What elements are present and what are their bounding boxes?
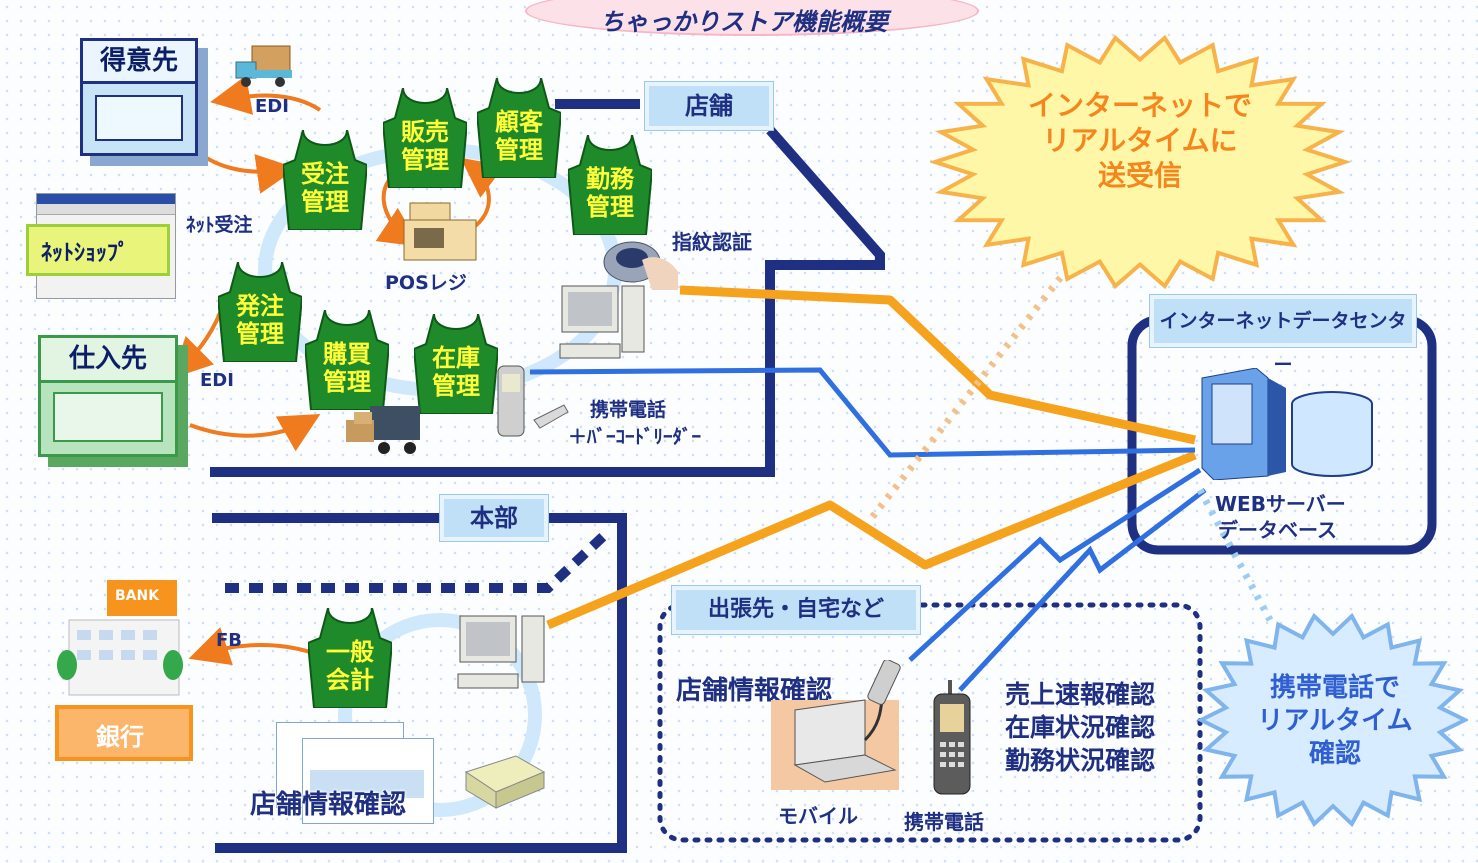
fb-label: FB: [216, 630, 243, 651]
apron-label: 管理: [323, 368, 371, 396]
mobile-reader-label-1: 携帯電話: [590, 399, 667, 421]
store-pc-icon: [558, 282, 648, 364]
apron-icon: [477, 78, 561, 178]
supplier-label: 仕入先: [41, 338, 175, 383]
mobile-phone-label: 携帯電話: [904, 810, 984, 834]
laptop-icon: [765, 659, 915, 795]
hq-info-label: 店舗情報確認: [250, 790, 407, 820]
server-label-2: データベース: [1218, 518, 1337, 542]
apron-icon: [308, 608, 392, 708]
remote-boundary: [657, 602, 1203, 843]
check-attendance: 勤務状況確認: [1005, 746, 1156, 775]
apron-label: 会計: [326, 666, 374, 694]
apron-customer-mgmt[interactable]: 顧客管理: [477, 78, 561, 178]
apron-order-receive[interactable]: 受注管理: [283, 130, 367, 230]
server-icon: [1196, 367, 1376, 481]
bank-sign: BANK: [115, 588, 160, 604]
apron-accounting[interactable]: 一般会計: [308, 608, 392, 708]
bank-label: 銀行: [96, 723, 144, 751]
apron-label: 勤務: [586, 165, 634, 193]
burst-line: 確認: [1308, 739, 1361, 769]
apron-icon: [283, 130, 367, 230]
report-sheets: [276, 722, 436, 824]
hq-dashed-boundary: [225, 526, 614, 593]
burst-line: リアルタイム: [1257, 706, 1413, 736]
delivery-truck-icon: [340, 392, 425, 462]
check-inventory: 在庫状況確認: [1005, 713, 1156, 742]
apron-label: 購買: [323, 340, 371, 368]
mobile-burst: [1198, 612, 1468, 828]
burst-line: インターネットで: [1027, 89, 1252, 122]
hq-boundary: [212, 513, 627, 853]
apron-icon: [568, 135, 652, 235]
server-label-1: WEBサーバー: [1215, 492, 1346, 516]
apron-attendance[interactable]: 勤務管理: [568, 135, 652, 235]
apron-label: 一般: [326, 638, 374, 666]
edi-bottom-label: EDI: [200, 370, 234, 391]
supplier-box: 仕入先: [38, 335, 178, 457]
checks-list: 売上速報確認 在庫状況確認 勤務状況確認: [1005, 678, 1155, 777]
remote-label: 出張先・自宅など: [672, 586, 920, 634]
apron-label: 管理: [432, 372, 480, 400]
apron-label: 管理: [586, 193, 634, 221]
store-boundary: [210, 99, 885, 477]
burst-line: 携帯電話で: [1269, 673, 1400, 703]
apron-label: 受注: [301, 160, 349, 188]
hq-pc-icon: [456, 612, 548, 696]
apron-purchase[interactable]: 購買管理: [305, 310, 389, 410]
net-order-label: ﾈｯﾄ受注: [186, 214, 253, 236]
pos-label: POSレジ: [385, 272, 467, 294]
page-title: ちゃっかりストア機能概要: [600, 8, 888, 36]
apron-icon: [383, 88, 467, 188]
printer-icon: [456, 742, 548, 812]
edi-top-label: EDI: [255, 96, 289, 117]
apron-order-place[interactable]: 発注管理: [218, 262, 302, 362]
fingerprint-label: 指紋認証: [672, 230, 752, 254]
mobile-pc-label: モバイル: [778, 804, 858, 828]
apron-label: 管理: [401, 146, 449, 174]
burst-line: 送受信: [1097, 159, 1182, 192]
burst-line: リアルタイムに: [1042, 124, 1238, 157]
truck-icon: [232, 40, 296, 88]
hq-label: 本部: [440, 495, 548, 541]
netshop-label: ﾈｯﾄｼｮｯﾌﾟ: [41, 241, 130, 266]
apron-label: 販売: [401, 118, 449, 146]
apron-icon: [305, 310, 389, 410]
mobile-reader-label-2: ＋ﾊﾞｰｺｰﾄﾞﾘｰﾀﾞｰ: [568, 426, 702, 448]
mobile-barcode-icon: [494, 360, 574, 440]
check-sales: 売上速報確認: [1005, 680, 1156, 709]
apron-label: 管理: [236, 320, 284, 348]
apron-label: 管理: [495, 136, 543, 164]
internet-burst-text: インターネットで リアルタイムに 送受信: [995, 88, 1285, 193]
customer-label: 得意先: [83, 41, 195, 84]
mobile-phone-icon: [930, 680, 974, 798]
store-label: 店舗: [645, 82, 773, 130]
netshop-badge: ﾈｯﾄｼｮｯﾌﾟ: [26, 224, 170, 276]
apron-icon: [218, 262, 302, 362]
apron-label: 管理: [301, 188, 349, 216]
customer-box: 得意先: [80, 38, 198, 156]
bank-label-box: 銀行: [55, 705, 193, 761]
pos-register-icon: [400, 198, 480, 268]
fingerprint-reader-icon: [602, 222, 678, 290]
apron-label: 顧客: [495, 108, 543, 136]
apron-sales[interactable]: 販売管理: [383, 88, 467, 188]
datacenter-label: インターネットデータセンター: [1150, 295, 1416, 376]
mobile-burst-text: 携帯電話で リアルタイム 確認: [1230, 672, 1440, 771]
apron-label: 発注: [236, 292, 284, 320]
internet-burst: [930, 34, 1350, 290]
apron-label: 在庫: [432, 344, 480, 372]
apron-icon: [414, 314, 498, 414]
apron-inventory[interactable]: 在庫管理: [414, 314, 498, 414]
bank-building: BANK: [55, 575, 185, 700]
